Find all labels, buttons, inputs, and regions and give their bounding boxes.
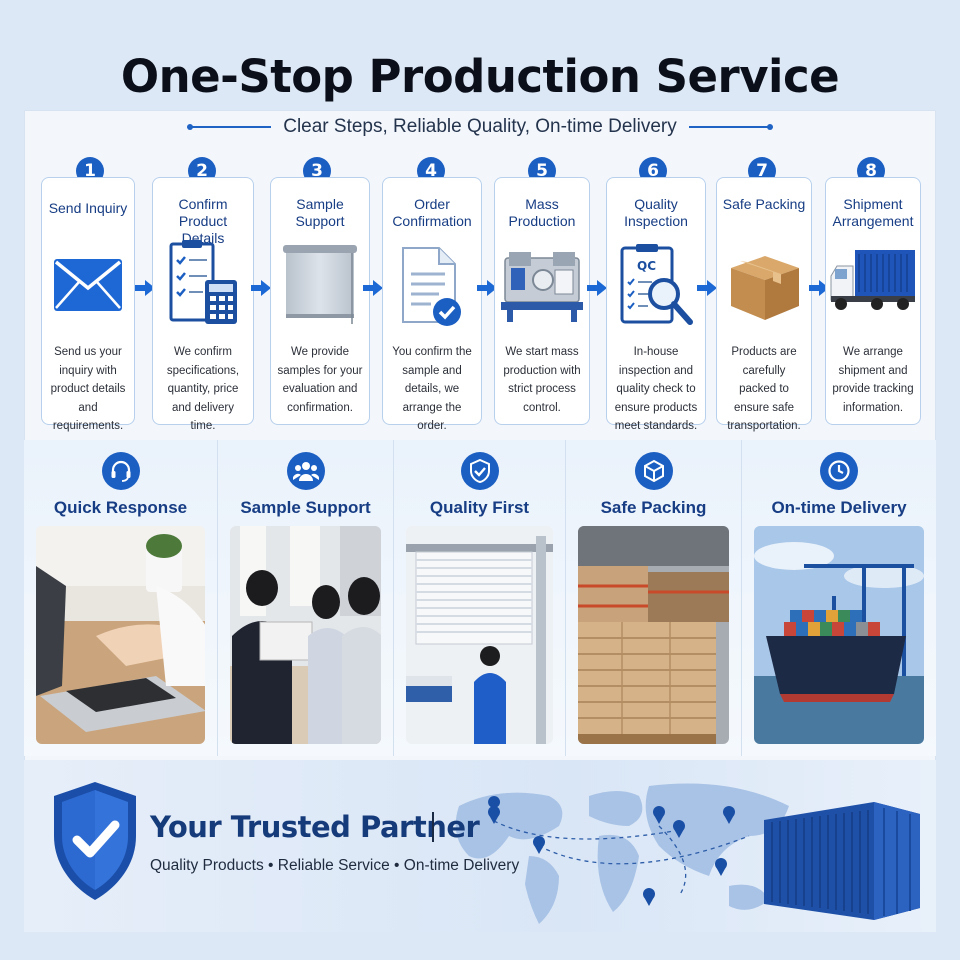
cardboard-box-icon — [725, 250, 803, 327]
page-title: One-Stop Production Service — [120, 50, 840, 103]
feature-title: On-time Delivery — [771, 498, 907, 517]
step-8-card: Shipment Arrangement We arrange shipment… — [825, 177, 921, 425]
qc-magnifier-icon: QC — [618, 244, 694, 333]
step-4-desc: You confirm the sample and details, we a… — [392, 346, 472, 432]
banner-divider — [432, 812, 434, 842]
feature-quick-response: Quick Response — [24, 440, 218, 756]
qc-badge: QC — [637, 259, 656, 273]
step-3-card: Sample Support We provide samples for yo… — [270, 177, 370, 425]
step-4-card: Order Confirmation You confirm the sampl… — [382, 177, 482, 432]
feature-title: Quick Response — [53, 498, 188, 517]
step-7-card: Safe Packing Products are carefully pack… — [716, 177, 812, 432]
feature-sample-support: Sample Support — [218, 440, 394, 756]
machine-icon — [499, 244, 585, 329]
banner-subtitle: Quality Products • Reliable Service • On… — [150, 857, 520, 874]
container-truck-icon — [829, 248, 917, 319]
clock-icon — [820, 452, 858, 490]
step-8-title: Shipment Arrangement — [832, 196, 914, 229]
banner-title: Your Trusted Partner — [150, 810, 480, 844]
partner-banner — [24, 760, 936, 932]
feature-title: Quality First — [429, 498, 530, 517]
step-7-desc: Products are carefully packed to ensure … — [727, 346, 801, 432]
document-check-icon — [399, 242, 465, 335]
headset-icon — [101, 452, 140, 490]
feature-title: Safe Packing — [600, 498, 707, 517]
shield-check-icon — [54, 782, 136, 900]
step-5-card: Mass Production We start mass production… — [494, 177, 590, 425]
team-meeting-photo — [230, 526, 381, 744]
checklist-calculator-icon — [167, 240, 239, 331]
step-6-desc: In-house inspection and quality check to… — [614, 346, 698, 432]
arrow-right-icon — [477, 280, 497, 296]
feature-strip: Quick Response Sample Support — [24, 440, 936, 760]
step-3-title: Sample Support — [295, 196, 345, 229]
step-2-desc: We confirm specifications, quantity, pri… — [166, 346, 240, 432]
step-6-card: Quality Inspection QC In-house inspectio… — [606, 177, 706, 432]
step-7-title: Safe Packing — [722, 196, 806, 212]
arrow-right-icon — [251, 280, 271, 296]
step-1-card: Send Inquiry Send us your inquiry with p… — [41, 177, 135, 432]
page-subtitle: Clear Steps, Reliable Quality, On-time D… — [283, 116, 677, 137]
arrow-right-icon — [587, 280, 607, 296]
world-map-graphic — [455, 783, 789, 924]
process-steps: 1 Send Inquiry Send us your inquiry with… — [24, 155, 936, 440]
step-6-title: Quality Inspection — [624, 196, 688, 229]
shield-check-icon — [460, 452, 499, 490]
step-4-title: Order Confirmation — [392, 196, 472, 229]
step-5-desc: We start mass production with strict pro… — [503, 346, 581, 414]
subtitle-row: Clear Steps, Reliable Quality, On-time D… — [24, 114, 936, 140]
typing-laptop-photo — [36, 526, 205, 744]
warehouse-photo — [578, 526, 729, 744]
step-2-card: Confirm Product Details We confirm speci… — [152, 177, 254, 432]
roller-blind-icon — [282, 244, 358, 331]
subtitle-divider-left — [187, 124, 272, 130]
step-1-title: Send Inquiry — [48, 200, 128, 216]
team-icon — [286, 452, 325, 490]
feature-on-time-delivery: On-time Delivery — [742, 440, 936, 756]
step-8-desc: We arrange shipment and provide tracking… — [832, 346, 914, 414]
envelope-icon — [53, 258, 123, 317]
step-5-title: Mass Production — [508, 196, 576, 229]
subtitle-divider-right — [688, 124, 773, 130]
shipping-container-graphic — [764, 802, 920, 920]
arrow-right-icon — [809, 280, 829, 296]
feature-title: Sample Support — [240, 498, 371, 517]
arrow-right-icon — [135, 280, 155, 296]
arrow-right-icon — [363, 280, 383, 296]
box-icon — [634, 452, 673, 490]
feature-quality-first: Quality First — [394, 440, 566, 756]
blind-inspection-photo — [406, 526, 553, 744]
step-3-desc: We provide samples for your evaluation a… — [277, 346, 363, 414]
feature-safe-packing: Safe Packing — [566, 440, 742, 756]
arrow-right-icon — [697, 280, 717, 296]
container-ship-photo — [754, 526, 924, 744]
step-1-desc: Send us your inquiry with product detail… — [50, 346, 126, 432]
